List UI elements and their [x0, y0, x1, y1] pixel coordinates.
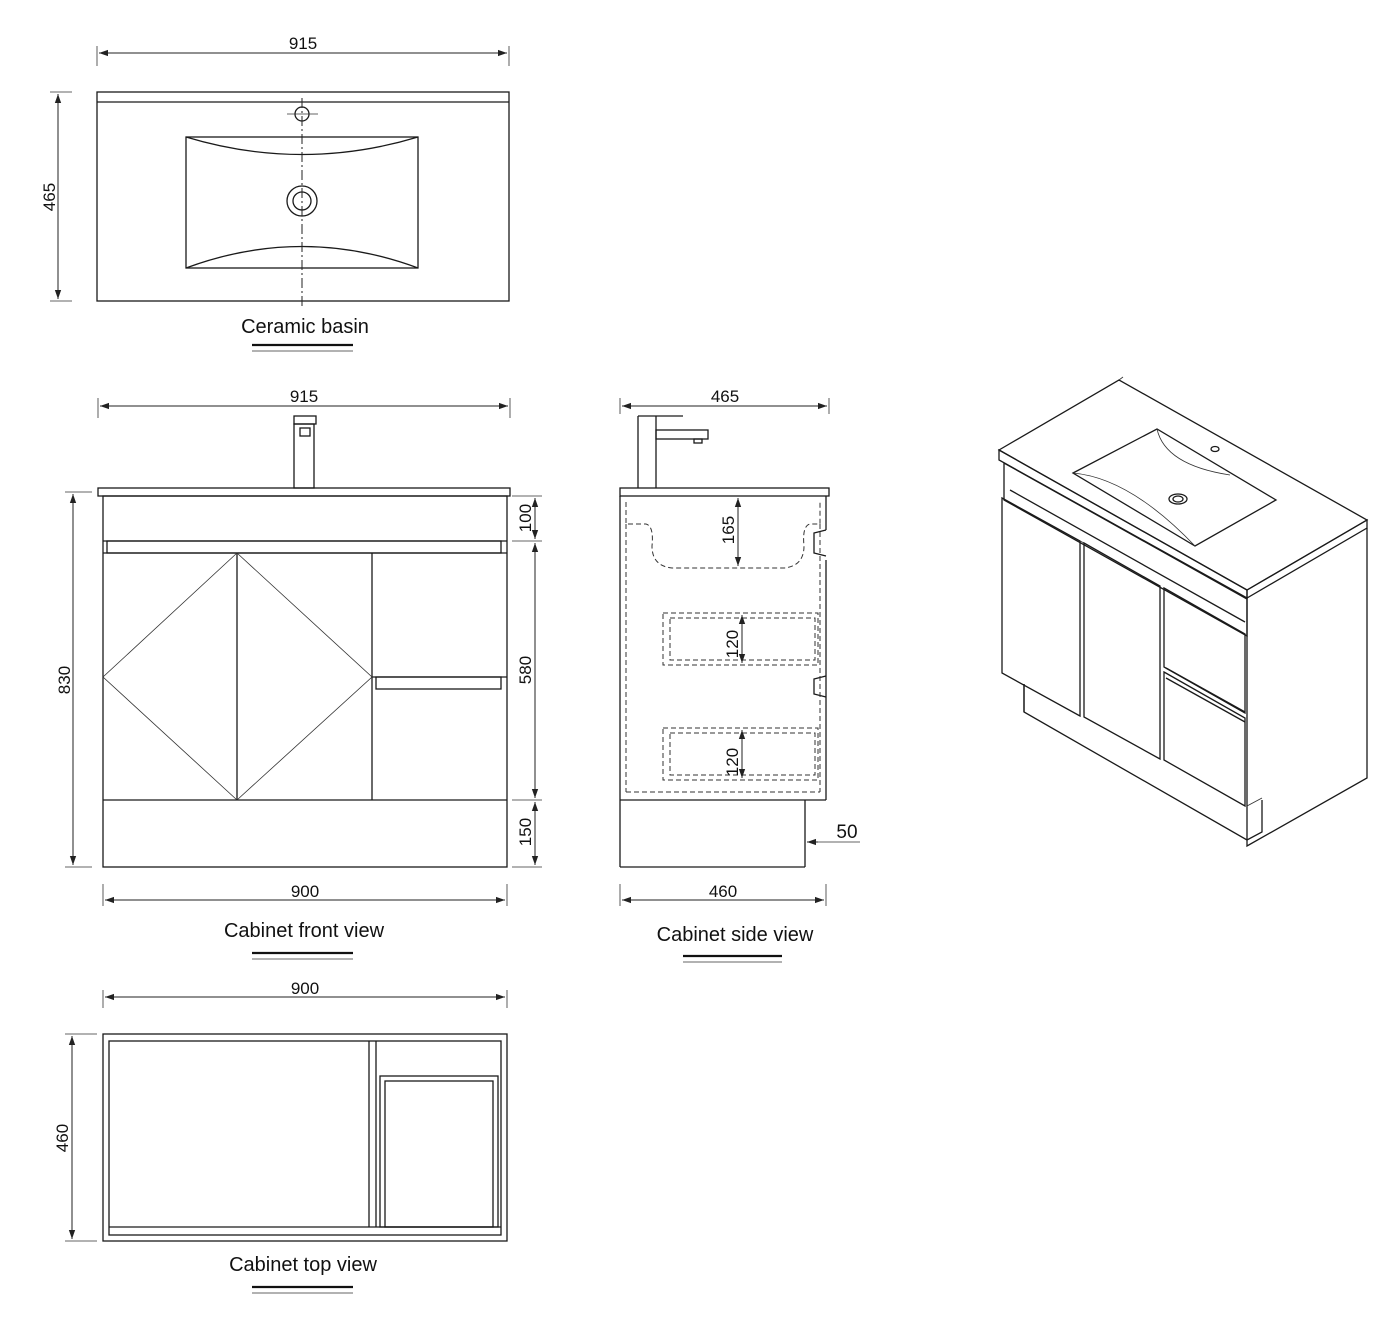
side-top-depth-label: 465: [711, 387, 739, 406]
top-title: Cabinet top view: [229, 1254, 377, 1276]
side-kick-recess-label: 50: [836, 822, 857, 843]
top-width-label: 900: [291, 979, 319, 998]
front-bottom-width-label: 900: [291, 882, 319, 901]
side-drawer-lower-label: 120: [723, 748, 742, 776]
front-seg-top-label: 100: [516, 504, 535, 532]
cabinet-side-view: 465 165 120 120: [619, 387, 860, 963]
side-drawer-upper-label: 120: [723, 630, 742, 658]
front-seg-bottom-label: 150: [516, 818, 535, 846]
front-top-width-label: 915: [290, 387, 318, 406]
basin-title: Ceramic basin: [241, 316, 369, 338]
cabinet-isometric-view: [997, 376, 1369, 848]
front-height-label: 830: [55, 666, 74, 694]
basin-width-label: 915: [289, 34, 317, 53]
ceramic-basin-view: 915 465 Ceramic basin: [40, 34, 510, 352]
top-depth-label: 460: [53, 1124, 72, 1152]
front-seg-mid-label: 580: [516, 656, 535, 684]
cabinet-front-view: 915 830 100 580 150: [55, 387, 542, 960]
cabinet-top-view: 900 460 Cabinet top view: [53, 979, 508, 1294]
basin-depth-label: 465: [40, 183, 59, 211]
front-title: Cabinet front view: [224, 920, 385, 942]
side-bottom-depth-label: 460: [709, 882, 737, 901]
side-title: Cabinet side view: [657, 924, 814, 946]
side-bowl-depth-label: 165: [719, 516, 738, 544]
